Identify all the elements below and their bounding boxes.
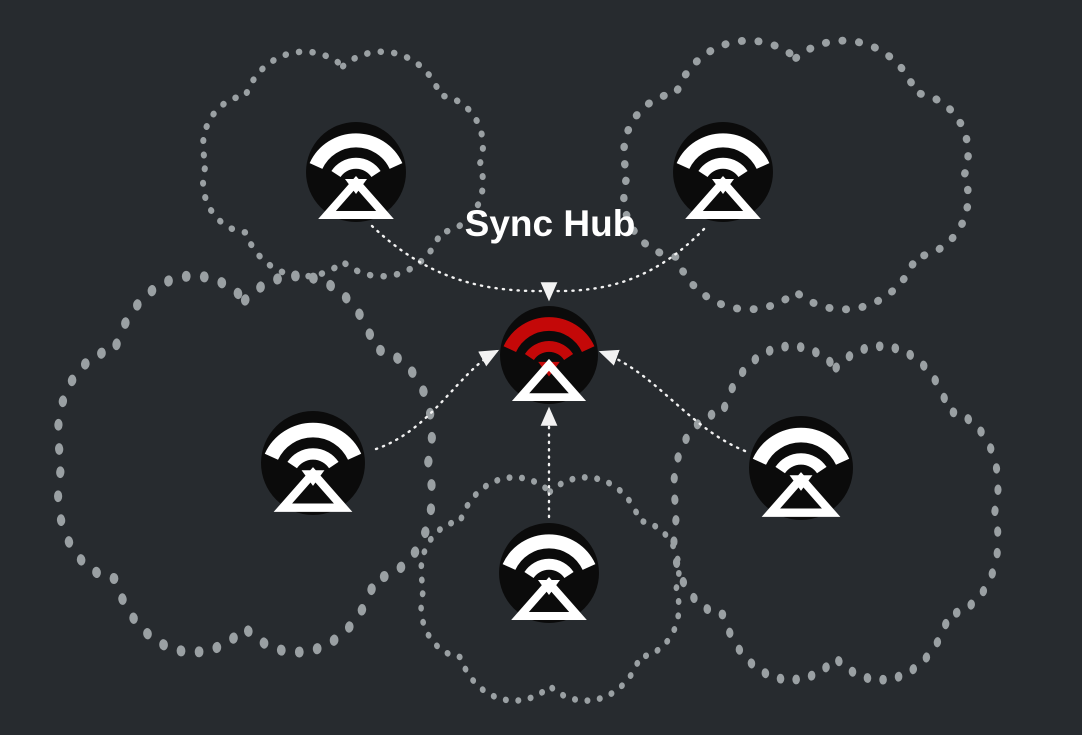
peer-node-mid-left: [261, 411, 365, 515]
wifi-signal-icon: [306, 122, 406, 222]
peer-node-mid-right: [749, 416, 853, 520]
wifi-signal-icon: [499, 523, 599, 623]
peer-node-top-right: [673, 122, 773, 222]
cloud-outline-mid-left: [58, 276, 432, 652]
sync-arrow-from-top-right: [552, 227, 706, 293]
arrow-group: [370, 224, 747, 519]
wifi-signal-icon: [261, 411, 365, 515]
diagram-title: Sync Hub: [465, 203, 636, 244]
sync-arrow-from-mid-left: [374, 349, 500, 451]
sync-arrow-from-mid-right: [598, 349, 747, 453]
peer-node-top-left: [306, 122, 406, 222]
wifi-signal-icon: [673, 122, 773, 222]
hub-node: [500, 306, 598, 404]
wifi-signal-icon: [749, 416, 853, 520]
sync-arrow-from-top-left: [370, 224, 546, 293]
peer-node-bottom-center: [499, 523, 599, 623]
wifi-signal-icon: [500, 306, 598, 404]
